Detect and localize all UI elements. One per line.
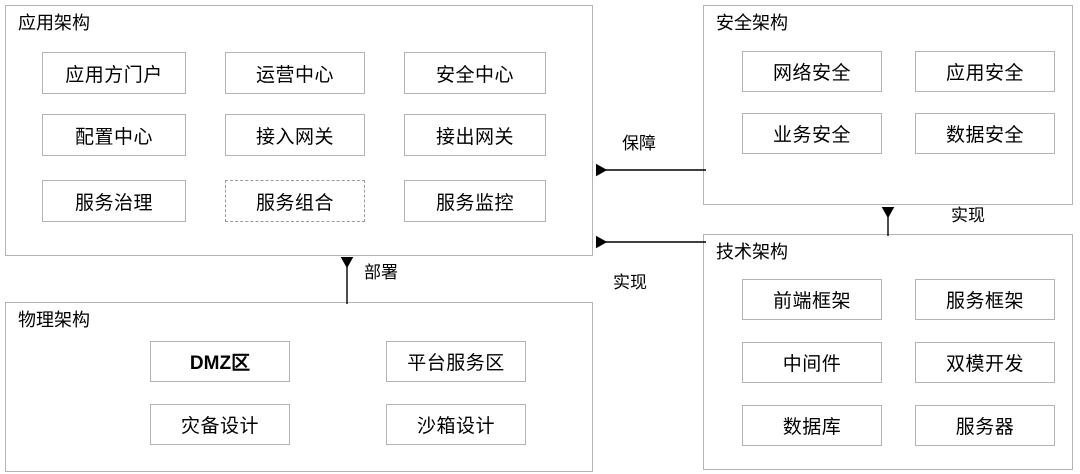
sec-item-data-security[interactable]: 数据安全	[915, 113, 1055, 154]
connector-label-shixian-app: 实现	[613, 273, 647, 292]
group-title-physical: 物理架构	[18, 310, 90, 330]
sec-item-business-security[interactable]: 业务安全	[742, 113, 882, 154]
group-physical-architecture: 物理架构 DMZ区 平台服务区 灾备设计 沙箱设计	[5, 302, 593, 472]
group-title-security: 安全架构	[716, 13, 788, 33]
group-technical-architecture: 技术架构 前端框架 服务框架 中间件 双模开发 数据库 服务器	[703, 234, 1073, 470]
connector-security-to-application	[596, 163, 706, 177]
connector-label-shixian-sec: 实现	[951, 206, 985, 225]
group-title-application: 应用架构	[18, 13, 90, 33]
tech-item-database[interactable]: 数据库	[742, 405, 882, 446]
sec-item-network-security[interactable]: 网络安全	[742, 51, 882, 92]
group-application-architecture: 应用架构 应用方门户 运营中心 安全中心 配置中心 接入网关 接出网关 服务治理…	[5, 5, 593, 256]
group-security-architecture: 安全架构 网络安全 应用安全 业务安全 数据安全	[703, 5, 1073, 205]
phy-item-platform-service-zone[interactable]: 平台服务区	[386, 341, 526, 382]
group-title-technical: 技术架构	[716, 242, 788, 262]
tech-item-server[interactable]: 服务器	[915, 405, 1055, 446]
app-item-service-monitoring[interactable]: 服务监控	[404, 180, 546, 222]
connector-technical-to-application	[596, 235, 706, 249]
connector-technical-to-security	[881, 207, 895, 236]
connector-physical-to-application	[340, 257, 354, 304]
app-item-portal[interactable]: 应用方门户	[42, 52, 186, 94]
app-item-operation-center[interactable]: 运营中心	[225, 52, 365, 94]
app-item-service-governance[interactable]: 服务治理	[42, 180, 186, 222]
app-item-security-center[interactable]: 安全中心	[404, 52, 546, 94]
tech-item-frontend-framework[interactable]: 前端框架	[742, 279, 882, 320]
app-item-ingress-gateway[interactable]: 接入网关	[225, 114, 365, 156]
phy-item-sandbox-design[interactable]: 沙箱设计	[386, 404, 526, 445]
tech-item-service-framework[interactable]: 服务框架	[915, 279, 1055, 320]
phy-item-dmz-zone[interactable]: DMZ区	[150, 341, 290, 382]
tech-item-bimodal-dev[interactable]: 双模开发	[915, 342, 1055, 383]
app-item-service-composition[interactable]: 服务组合	[225, 180, 365, 222]
tech-item-middleware[interactable]: 中间件	[742, 342, 882, 383]
connector-label-baozhang: 保障	[622, 134, 656, 153]
app-item-egress-gateway[interactable]: 接出网关	[404, 114, 546, 156]
phy-item-disaster-recovery[interactable]: 灾备设计	[150, 404, 290, 445]
sec-item-application-security[interactable]: 应用安全	[915, 51, 1055, 92]
connector-label-bushu: 部署	[364, 263, 398, 282]
app-item-config-center[interactable]: 配置中心	[42, 114, 186, 156]
